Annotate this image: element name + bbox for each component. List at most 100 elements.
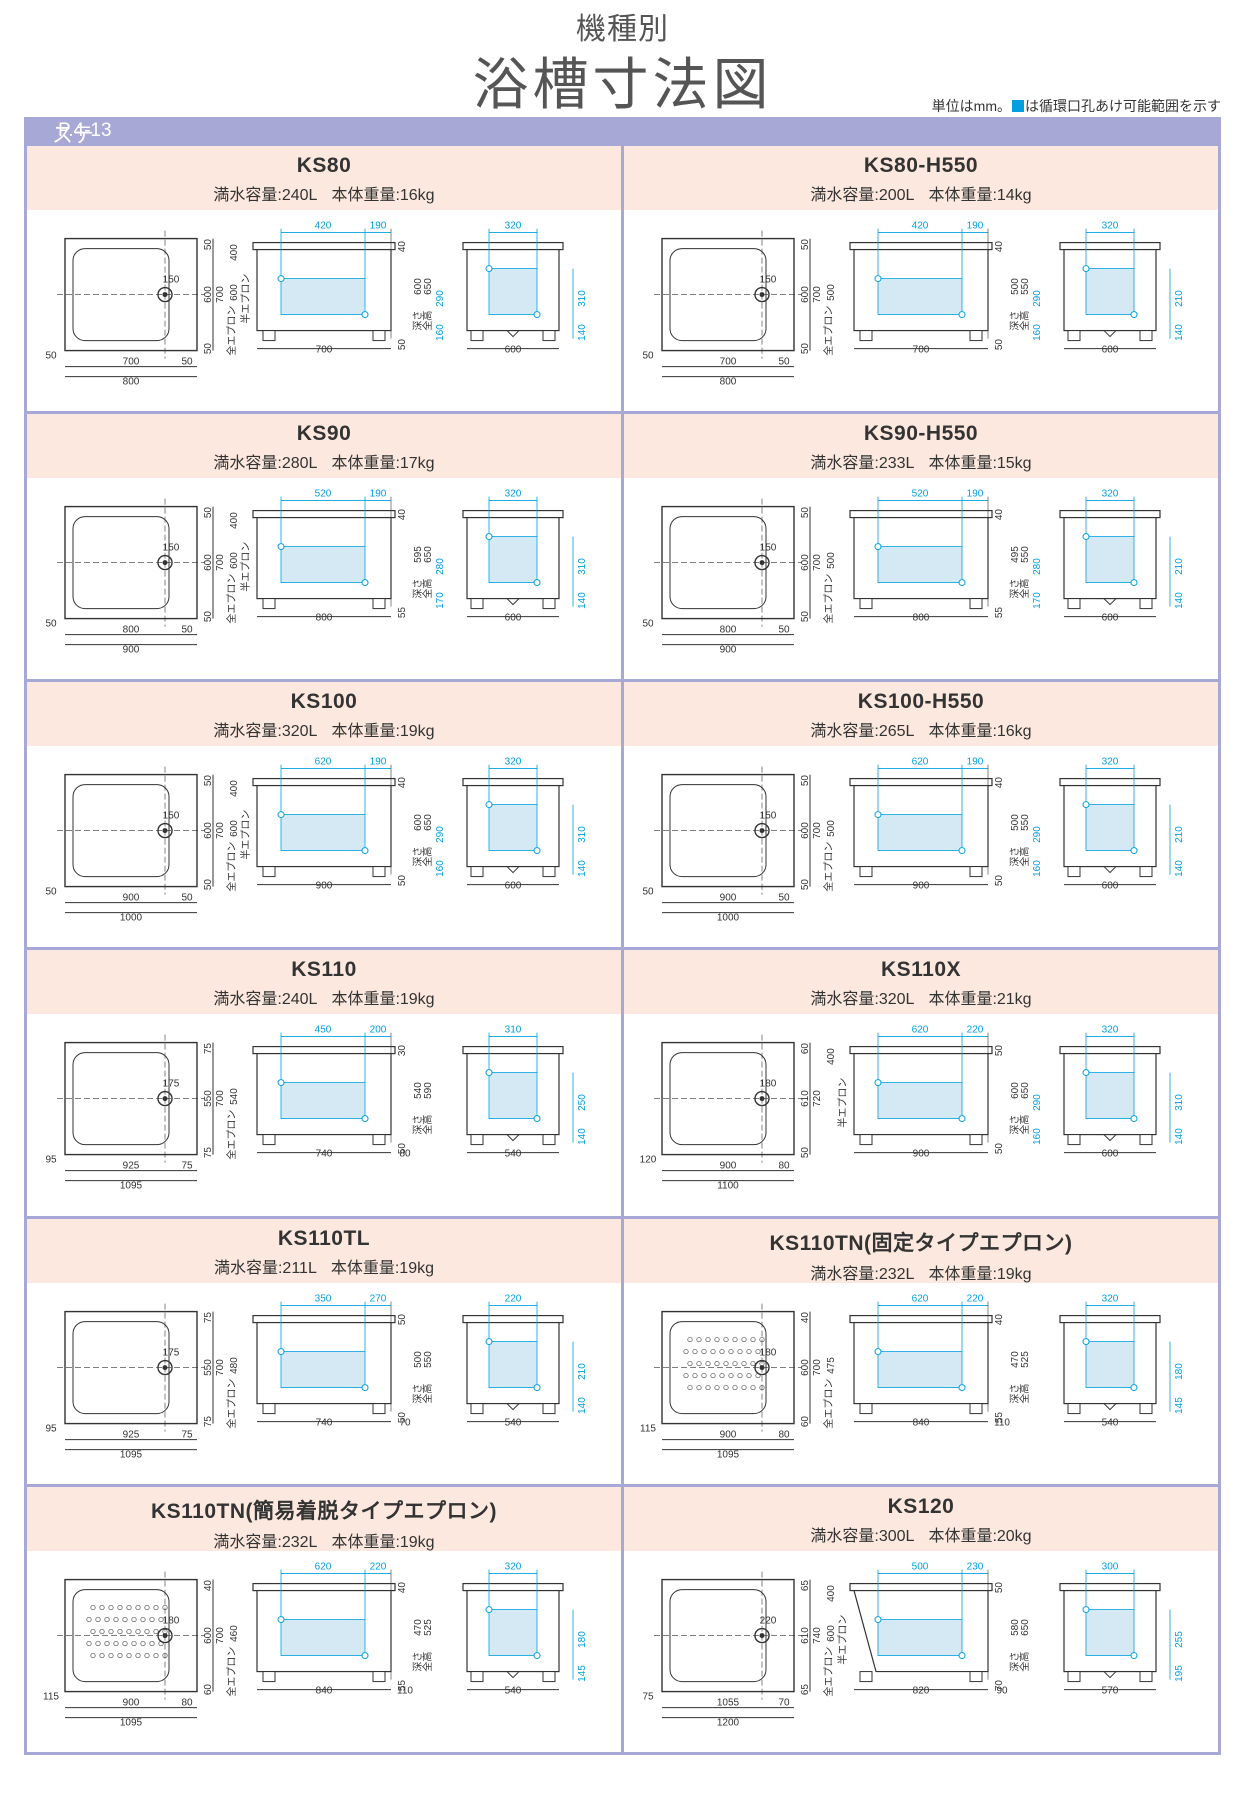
circulation-range-area — [488, 804, 538, 852]
drain-center-icon — [162, 1632, 168, 1638]
apron-height-label: 475 — [826, 1356, 837, 1373]
circulation-range-area — [488, 1609, 538, 1656]
model-name: KS80-H550 — [863, 154, 979, 177]
foot-icon — [1067, 866, 1081, 878]
model-name: KS90 — [296, 422, 352, 446]
range-height-label: 290 — [435, 290, 446, 307]
floor-texture-dot — [692, 1372, 698, 1378]
circulation-port-icon — [485, 1605, 493, 1613]
circulation-range-area — [280, 1619, 366, 1656]
front-rim — [1059, 1582, 1161, 1592]
floor-texture-dot — [99, 1652, 105, 1658]
floor-texture-dot — [701, 1372, 707, 1378]
circulation-range-area — [877, 1619, 963, 1656]
floor-texture-dot — [99, 1604, 105, 1610]
floor-texture-dot — [153, 1628, 159, 1634]
front-range-height-label: 210 — [1174, 826, 1185, 843]
plan-total-depth-label: 700 — [812, 1358, 823, 1375]
floor-texture-dot — [683, 1348, 689, 1354]
cyan-square-icon — [1012, 100, 1024, 112]
floor-texture-dot — [710, 1372, 716, 1378]
foot-icon — [1067, 1670, 1081, 1682]
circulation-port-icon — [1082, 533, 1090, 541]
side-rim — [252, 1582, 396, 1592]
foot-icon — [542, 1670, 556, 1682]
side-right-offset-label: 70 — [399, 1417, 411, 1428]
circulation-port-icon — [958, 579, 966, 587]
apron-label: 全エプロン — [822, 842, 835, 892]
unit-note-suffix: は循環口孔あけ可能範囲を示す — [1025, 98, 1221, 114]
foot-icon — [859, 330, 873, 342]
total-height-value-label: 650 — [423, 814, 434, 831]
side-width-label: 900 — [316, 881, 333, 892]
plan-inner-depth-label: 600 — [800, 1358, 811, 1375]
floor-texture-dot — [696, 1384, 702, 1390]
side-range-offset-label: 190 — [967, 221, 984, 232]
front-range-width-label: 320 — [505, 1561, 522, 1572]
front-range-bottom-label: 140 — [577, 860, 588, 877]
drain-icon — [157, 1091, 173, 1107]
front-range-height-label: 310 — [577, 826, 588, 843]
side-range-offset-label: 190 — [370, 489, 387, 500]
plan-margin-bottom-label: 60 — [203, 1683, 214, 1695]
circulation-port-icon — [874, 1615, 882, 1623]
floor-texture-dot — [131, 1616, 137, 1622]
floor-texture-dot — [714, 1384, 720, 1390]
circulation-range-area — [280, 546, 366, 584]
depth-value-label: 600 — [413, 814, 424, 831]
foot-icon — [372, 866, 386, 878]
total-height-value-label: 550 — [423, 1350, 434, 1367]
front-range-width-label: 320 — [1102, 757, 1119, 768]
plan-margin-left-label: 50 — [642, 887, 654, 898]
floor-texture-dot — [108, 1652, 114, 1658]
plan-margin-top-label: 65 — [800, 1579, 811, 1591]
base-height-label: 55 — [397, 607, 408, 619]
floor-texture-dot — [683, 1372, 689, 1378]
floor-texture-dot — [140, 1616, 146, 1622]
drain-center-icon — [759, 828, 765, 834]
total-height-label: 全高 — [1018, 579, 1031, 599]
depth-value-label: 500 — [1010, 278, 1021, 295]
apron-height-label: 500 — [826, 820, 837, 837]
front-rim — [462, 1046, 564, 1055]
floor-texture-dot — [135, 1652, 141, 1658]
circulation-port-icon — [1130, 311, 1138, 319]
total-height-label: 全高 — [1018, 1651, 1031, 1671]
front-width-label: 540 — [505, 1149, 522, 1160]
front-range-width-label: 320 — [505, 489, 522, 500]
side-range-offset-label: 230 — [967, 1561, 984, 1572]
circulation-port-icon — [361, 1115, 369, 1123]
plan-inner-depth-label: 600 — [203, 286, 214, 303]
drain-icon — [754, 555, 770, 571]
plan-inner-width-label: 700 — [123, 357, 140, 368]
circulation-port-icon — [1082, 801, 1090, 809]
foot-icon — [470, 866, 484, 878]
foot-icon — [470, 1670, 484, 1682]
front-drain-icon — [1103, 866, 1117, 874]
circulation-range-area — [280, 814, 366, 852]
drain-offset-label: 220 — [760, 1615, 777, 1626]
floor-texture-dot — [723, 1336, 729, 1342]
range-height-label: 290 — [435, 826, 446, 843]
front-range-bottom-label: 140 — [577, 592, 588, 609]
floor-texture-dot — [750, 1384, 756, 1390]
floor-texture-dot — [714, 1360, 720, 1366]
drain-center-icon — [162, 292, 168, 298]
front-range-bottom-label: 140 — [577, 1128, 588, 1145]
floor-texture-dot — [108, 1628, 114, 1634]
half-apron-height-label: 400 — [229, 512, 240, 529]
rim-height-label: 40 — [397, 777, 408, 789]
front-drain-icon — [1103, 1671, 1117, 1679]
floor-texture-dot — [153, 1652, 159, 1658]
floor-texture-dot — [104, 1616, 110, 1622]
circulation-range-area — [1085, 1072, 1135, 1120]
